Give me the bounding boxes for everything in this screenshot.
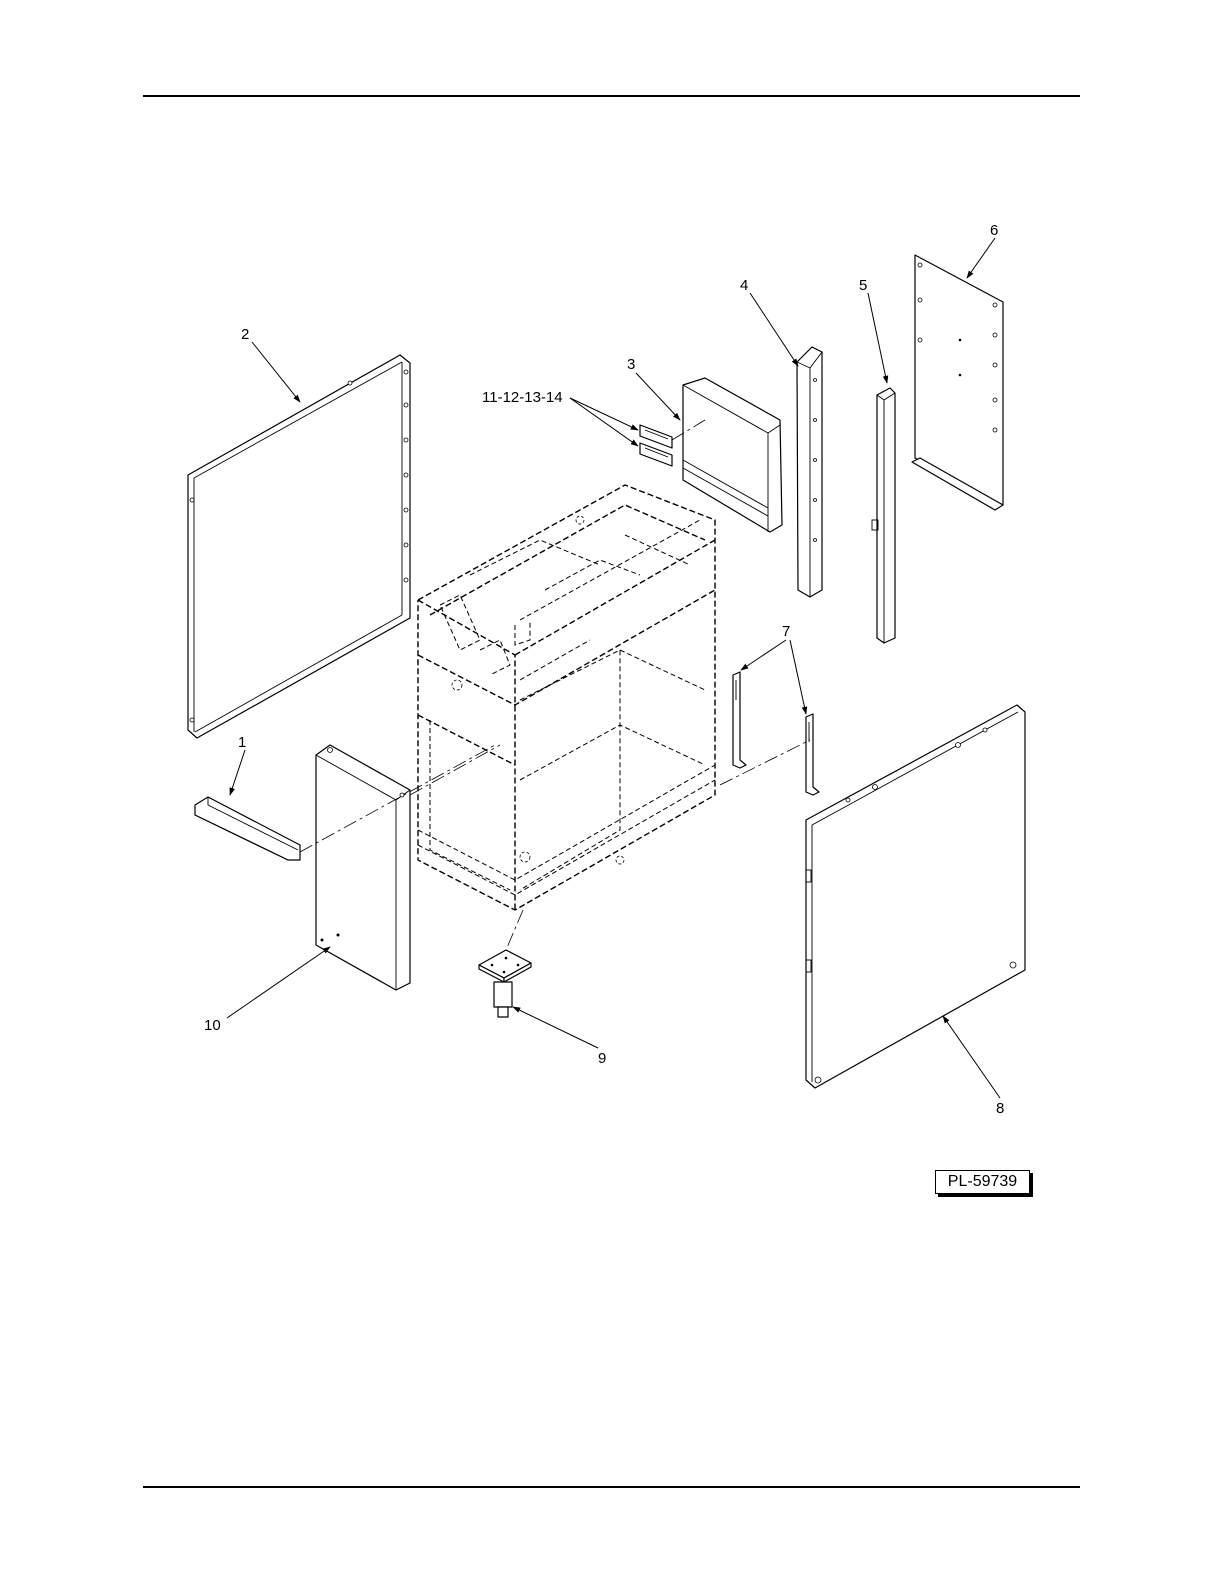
part-9-leveling-leg — [479, 950, 531, 1017]
part-5-post — [872, 388, 895, 643]
part-1-front-rail — [195, 797, 300, 860]
callout-7: 7 — [782, 623, 790, 640]
part-4-vertical-channel — [797, 347, 822, 597]
callout-6: 6 — [990, 222, 998, 239]
parts-11-14-decals — [640, 425, 672, 466]
callout-5: 5 — [859, 277, 867, 294]
cabinet-frame-reference — [418, 485, 715, 910]
callout-8: 8 — [996, 1100, 1004, 1117]
callout-4: 4 — [740, 277, 748, 294]
callout-1: 1 — [238, 734, 246, 751]
part-2-left-side-panel — [188, 355, 410, 738]
callout-10: 10 — [204, 1017, 221, 1034]
callout-9: 9 — [598, 1050, 606, 1067]
part-10-front-cover — [316, 745, 410, 990]
part-6-back-panel — [912, 255, 1003, 510]
callout-2: 2 — [241, 326, 249, 343]
callout-11-12-13-14: 11-12-13-14 — [482, 389, 563, 406]
callout-3: 3 — [627, 356, 635, 373]
drawing-id-label: PL-59739 — [935, 1170, 1030, 1194]
part-7-brackets — [733, 672, 819, 795]
part-3-top-bracket — [683, 378, 782, 532]
part-8-right-side-panel — [806, 705, 1025, 1088]
